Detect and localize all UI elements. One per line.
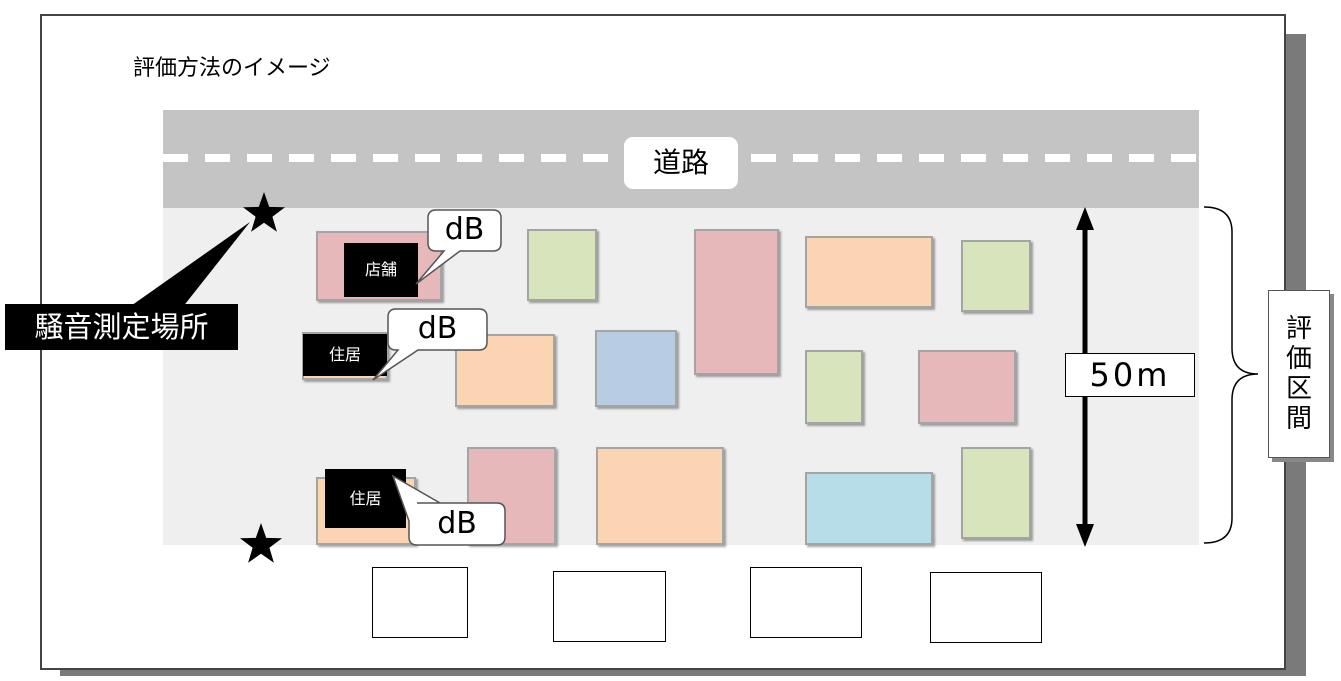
star-icon xyxy=(240,523,282,563)
star-icon xyxy=(243,192,285,232)
db-label: dB xyxy=(444,212,485,247)
distance-label: 50m xyxy=(1065,353,1195,397)
building xyxy=(918,350,1016,424)
building xyxy=(694,229,779,375)
building xyxy=(805,236,933,308)
noise-pointer xyxy=(128,222,250,308)
db-callout xyxy=(391,474,506,546)
road-label: 道路 xyxy=(624,137,738,189)
building xyxy=(455,334,555,407)
residence-label: 住居 xyxy=(303,334,387,376)
diagram-title: 評価方法のイメージ xyxy=(133,56,331,81)
residence-label: 住居 xyxy=(325,469,406,528)
shop-label: 店舗 xyxy=(344,243,418,297)
building xyxy=(596,447,724,545)
empty-box xyxy=(930,572,1042,643)
building xyxy=(805,472,933,545)
section-char: 価 xyxy=(1285,344,1312,374)
section-char: 間 xyxy=(1285,404,1312,434)
db-label: dB xyxy=(437,506,477,541)
db-callout xyxy=(372,308,488,381)
db-label: dB xyxy=(417,311,458,346)
building xyxy=(961,447,1031,539)
building xyxy=(527,229,597,301)
section-char: 評 xyxy=(1285,314,1312,344)
curly-brace-icon xyxy=(1203,206,1259,544)
building xyxy=(961,240,1031,312)
building xyxy=(595,330,677,407)
empty-box xyxy=(372,567,468,638)
noise-measurement-label: 騒音測定場所 xyxy=(5,304,238,350)
building xyxy=(805,350,863,424)
empty-box xyxy=(553,571,666,642)
empty-box xyxy=(750,567,862,638)
evaluation-section-label: 評 価 区 間 xyxy=(1268,290,1330,458)
db-callout xyxy=(415,209,502,285)
section-char: 区 xyxy=(1285,374,1312,404)
